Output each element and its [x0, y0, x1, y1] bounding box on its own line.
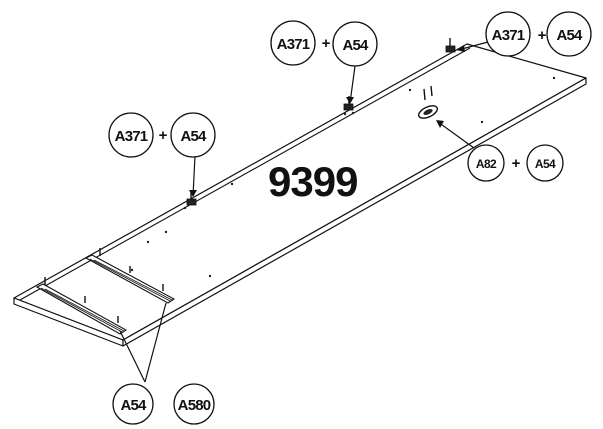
- screw-pin: [430, 85, 433, 97]
- handle-core: [423, 108, 433, 116]
- cam-connector: [445, 45, 456, 53]
- slide-rail-upper: [84, 248, 176, 304]
- leader-line: [437, 121, 475, 149]
- screw-pin: [423, 88, 426, 101]
- hole: [480, 120, 484, 124]
- part-bubble-label: A54: [180, 128, 207, 145]
- part-bubble-label: A371: [277, 36, 310, 53]
- cam-connector: [186, 198, 197, 206]
- part-bubble-label: A82: [476, 157, 497, 171]
- slide-rail-lower: [35, 277, 128, 335]
- callout-top-middle: A371 + A54: [270, 20, 378, 104]
- part-bubble-label: A371: [115, 128, 148, 145]
- part-bubble-label: A54: [120, 397, 147, 414]
- part-bubble-label: A54: [342, 37, 369, 54]
- leader-arrow-icon: [436, 120, 444, 128]
- hole: [351, 111, 355, 115]
- part-bubble: [332, 21, 378, 67]
- hole: [552, 76, 556, 80]
- part-bubble-label: A371: [492, 27, 525, 44]
- part-bubble: [173, 383, 215, 425]
- leader-line: [192, 155, 196, 197]
- plus-sign: +: [322, 35, 331, 52]
- callout-top-right: A371 + A54: [456, 11, 592, 57]
- rail-line: [40, 287, 123, 333]
- hole: [164, 230, 168, 234]
- leader-arrow-icon: [346, 97, 354, 104]
- part-bubble: [485, 11, 531, 57]
- leader-line: [144, 302, 167, 383]
- connector-top-right: [445, 38, 456, 53]
- rail-line: [44, 288, 125, 332]
- part-bubble-label: A580: [178, 397, 211, 414]
- part-bubble: [108, 112, 154, 158]
- part-bubble: [170, 112, 216, 158]
- hole: [230, 182, 234, 186]
- hole: [343, 112, 347, 116]
- part-bubble: [526, 144, 564, 182]
- part-bubble: [546, 11, 592, 57]
- part-bubble-label: A54: [556, 27, 583, 44]
- plus-sign: +: [159, 127, 168, 144]
- callout-left: A371 + A54: [108, 112, 216, 197]
- part-bubble: [467, 144, 505, 182]
- callout-handle: A82 + A54: [436, 120, 564, 182]
- hole: [183, 206, 187, 210]
- hole: [208, 274, 212, 278]
- leader-line: [119, 330, 146, 383]
- callout-bottom: A54 A580: [112, 302, 215, 425]
- handle-hardware: [417, 85, 439, 119]
- cam-connector: [343, 103, 354, 111]
- rail-line: [93, 259, 173, 301]
- hole: [408, 88, 412, 92]
- hole: [130, 268, 134, 272]
- panel-holes: [130, 76, 556, 278]
- rail-line: [89, 258, 171, 302]
- part-bubble: [112, 383, 154, 425]
- part-number-label: 9399: [268, 158, 357, 205]
- plus-sign: +: [538, 27, 547, 44]
- plus-sign: +: [512, 155, 521, 172]
- leader-arrow-icon: [189, 190, 197, 197]
- part-bubble-label: A54: [535, 157, 556, 171]
- leader-arrow-icon: [456, 45, 465, 52]
- part-bubble: [270, 20, 316, 66]
- leader-line: [349, 65, 356, 104]
- hole: [146, 240, 150, 244]
